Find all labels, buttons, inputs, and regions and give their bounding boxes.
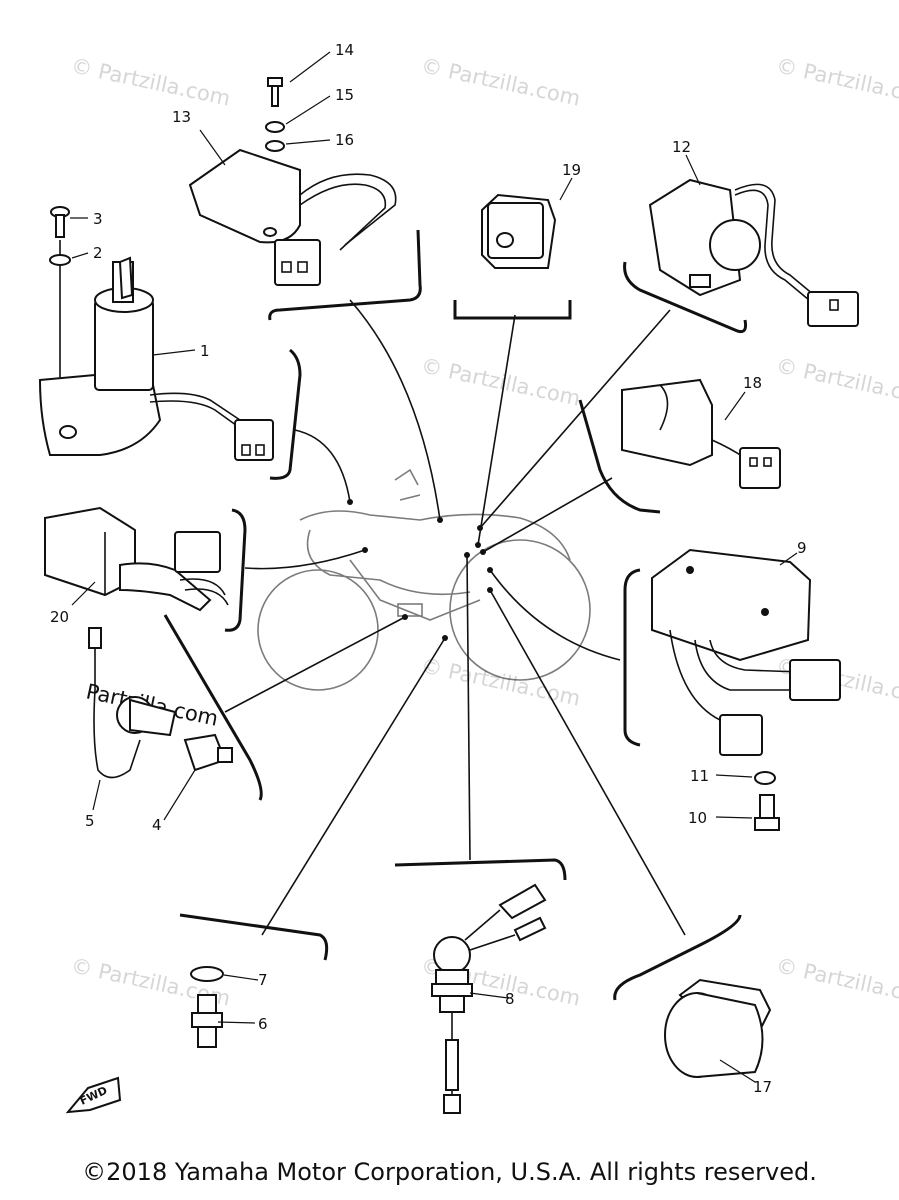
callout-14: 14 (335, 41, 354, 59)
regulator (651, 548, 841, 831)
callout-9: 9 (797, 539, 807, 557)
callout-numbers: 1 2 3 4 5 6 7 8 9 10 11 12 13 14 15 16 1… (50, 41, 807, 1096)
callout-10: 10 (688, 809, 707, 827)
motorcycle-silhouette (257, 468, 591, 691)
part-20-sensor (44, 506, 229, 612)
fwd-arrow: FWD (65, 1076, 122, 1114)
callout-13: 13 (172, 108, 191, 126)
main-switch (38, 206, 274, 461)
part-18-unit (621, 378, 781, 489)
callout-19: 19 (562, 161, 581, 179)
callout-leaders (70, 51, 798, 1083)
callout-1: 1 (200, 342, 210, 360)
callout-2: 2 (93, 244, 103, 262)
callout-15: 15 (335, 86, 354, 104)
leader-lines (224, 299, 686, 936)
watermark: © Partzilla.com (774, 353, 899, 410)
neutral-switch (190, 966, 224, 1048)
watermark: © Partzilla.com (774, 953, 899, 1010)
callout-6: 6 (258, 1015, 268, 1033)
watermark: © Partzilla.com (419, 653, 583, 710)
oil-pressure-switch (88, 627, 233, 779)
watermark: © Partzilla.com (774, 53, 899, 110)
copyright-notice: ©2018 Yamaha Motor Corporation, U.S.A. A… (82, 1158, 817, 1186)
callout-16: 16 (335, 131, 354, 149)
callout-20: 20 (50, 608, 69, 626)
callout-5: 5 (85, 812, 95, 830)
watermark: © Partzilla.com (419, 53, 583, 110)
part-19-relay (481, 193, 557, 269)
callout-7: 7 (258, 971, 268, 989)
callout-3: 3 (93, 210, 103, 228)
group-brackets (163, 229, 747, 1001)
callout-4: 4 (152, 816, 162, 834)
callout-17: 17 (753, 1078, 772, 1096)
watermark: © Partzilla.com (69, 53, 233, 110)
callout-12: 12 (672, 138, 691, 156)
callout-8: 8 (505, 990, 515, 1008)
thermo-unit (431, 883, 547, 1114)
callout-11: 11 (690, 767, 709, 785)
callout-18: 18 (743, 374, 762, 392)
relay-box (188, 77, 397, 286)
horn (664, 978, 772, 1078)
flasher-relay (648, 178, 859, 327)
